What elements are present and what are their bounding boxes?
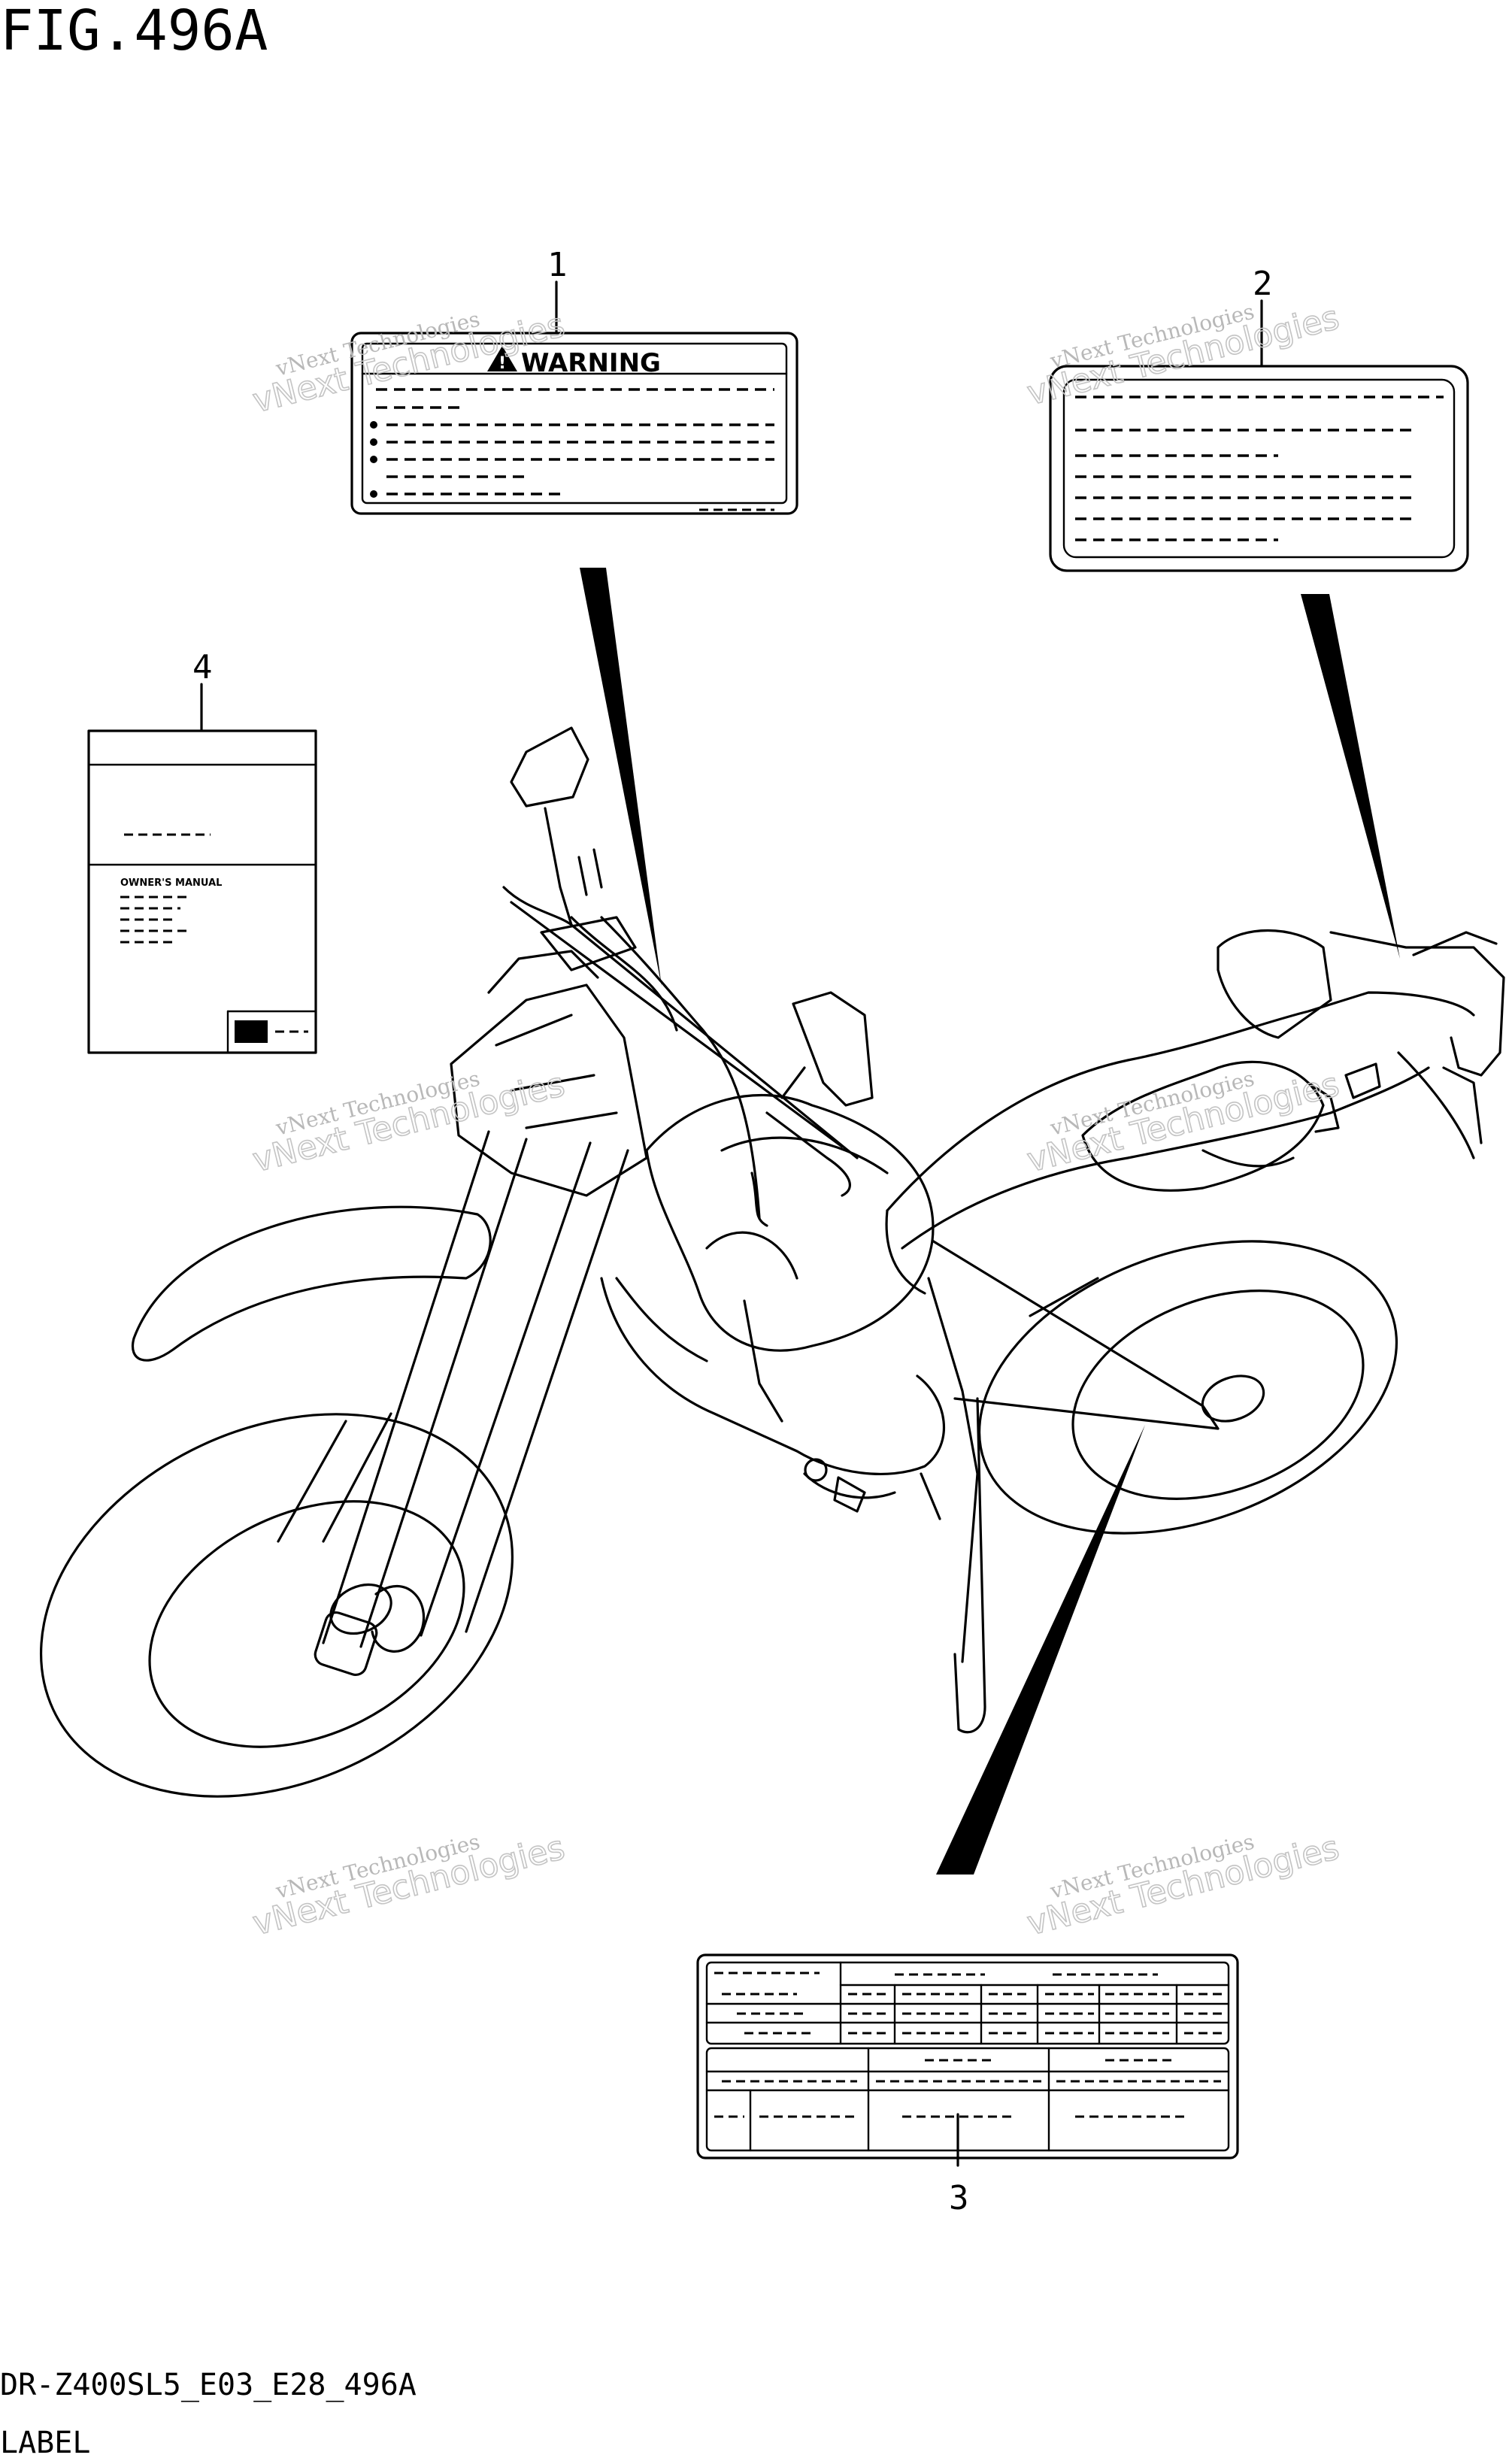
pointer-wedge-3 [936,1425,1145,1875]
callout-3: 3 [949,2179,969,2217]
warning-triangle-icon [487,346,517,371]
pointer-wedge-1 [580,568,662,987]
specification-label [696,1953,1239,2159]
warning-heading: WARNING [521,348,661,378]
figure-name: LABEL [0,2426,90,2460]
callout-4: 4 [192,648,213,686]
owners-manual-heading: OWNER'S MANUAL [120,877,222,889]
callout-2: 2 [1253,265,1273,303]
owners-manual-booklet: OWNER'S MANUAL [87,729,317,1054]
svg-text:!: ! [498,354,506,373]
manual-logo-icon [235,1020,268,1043]
figure-title: FIG.496A [0,0,268,63]
motorcycle-illustration [39,726,1505,1798]
info-label [1049,365,1469,572]
callout-1: 1 [547,246,568,284]
pointer-wedge-2 [1301,594,1400,959]
warning-label: ! WARNING [350,332,798,515]
figure-code: DR-Z400SL5_E03_E28_496A [0,2368,417,2402]
